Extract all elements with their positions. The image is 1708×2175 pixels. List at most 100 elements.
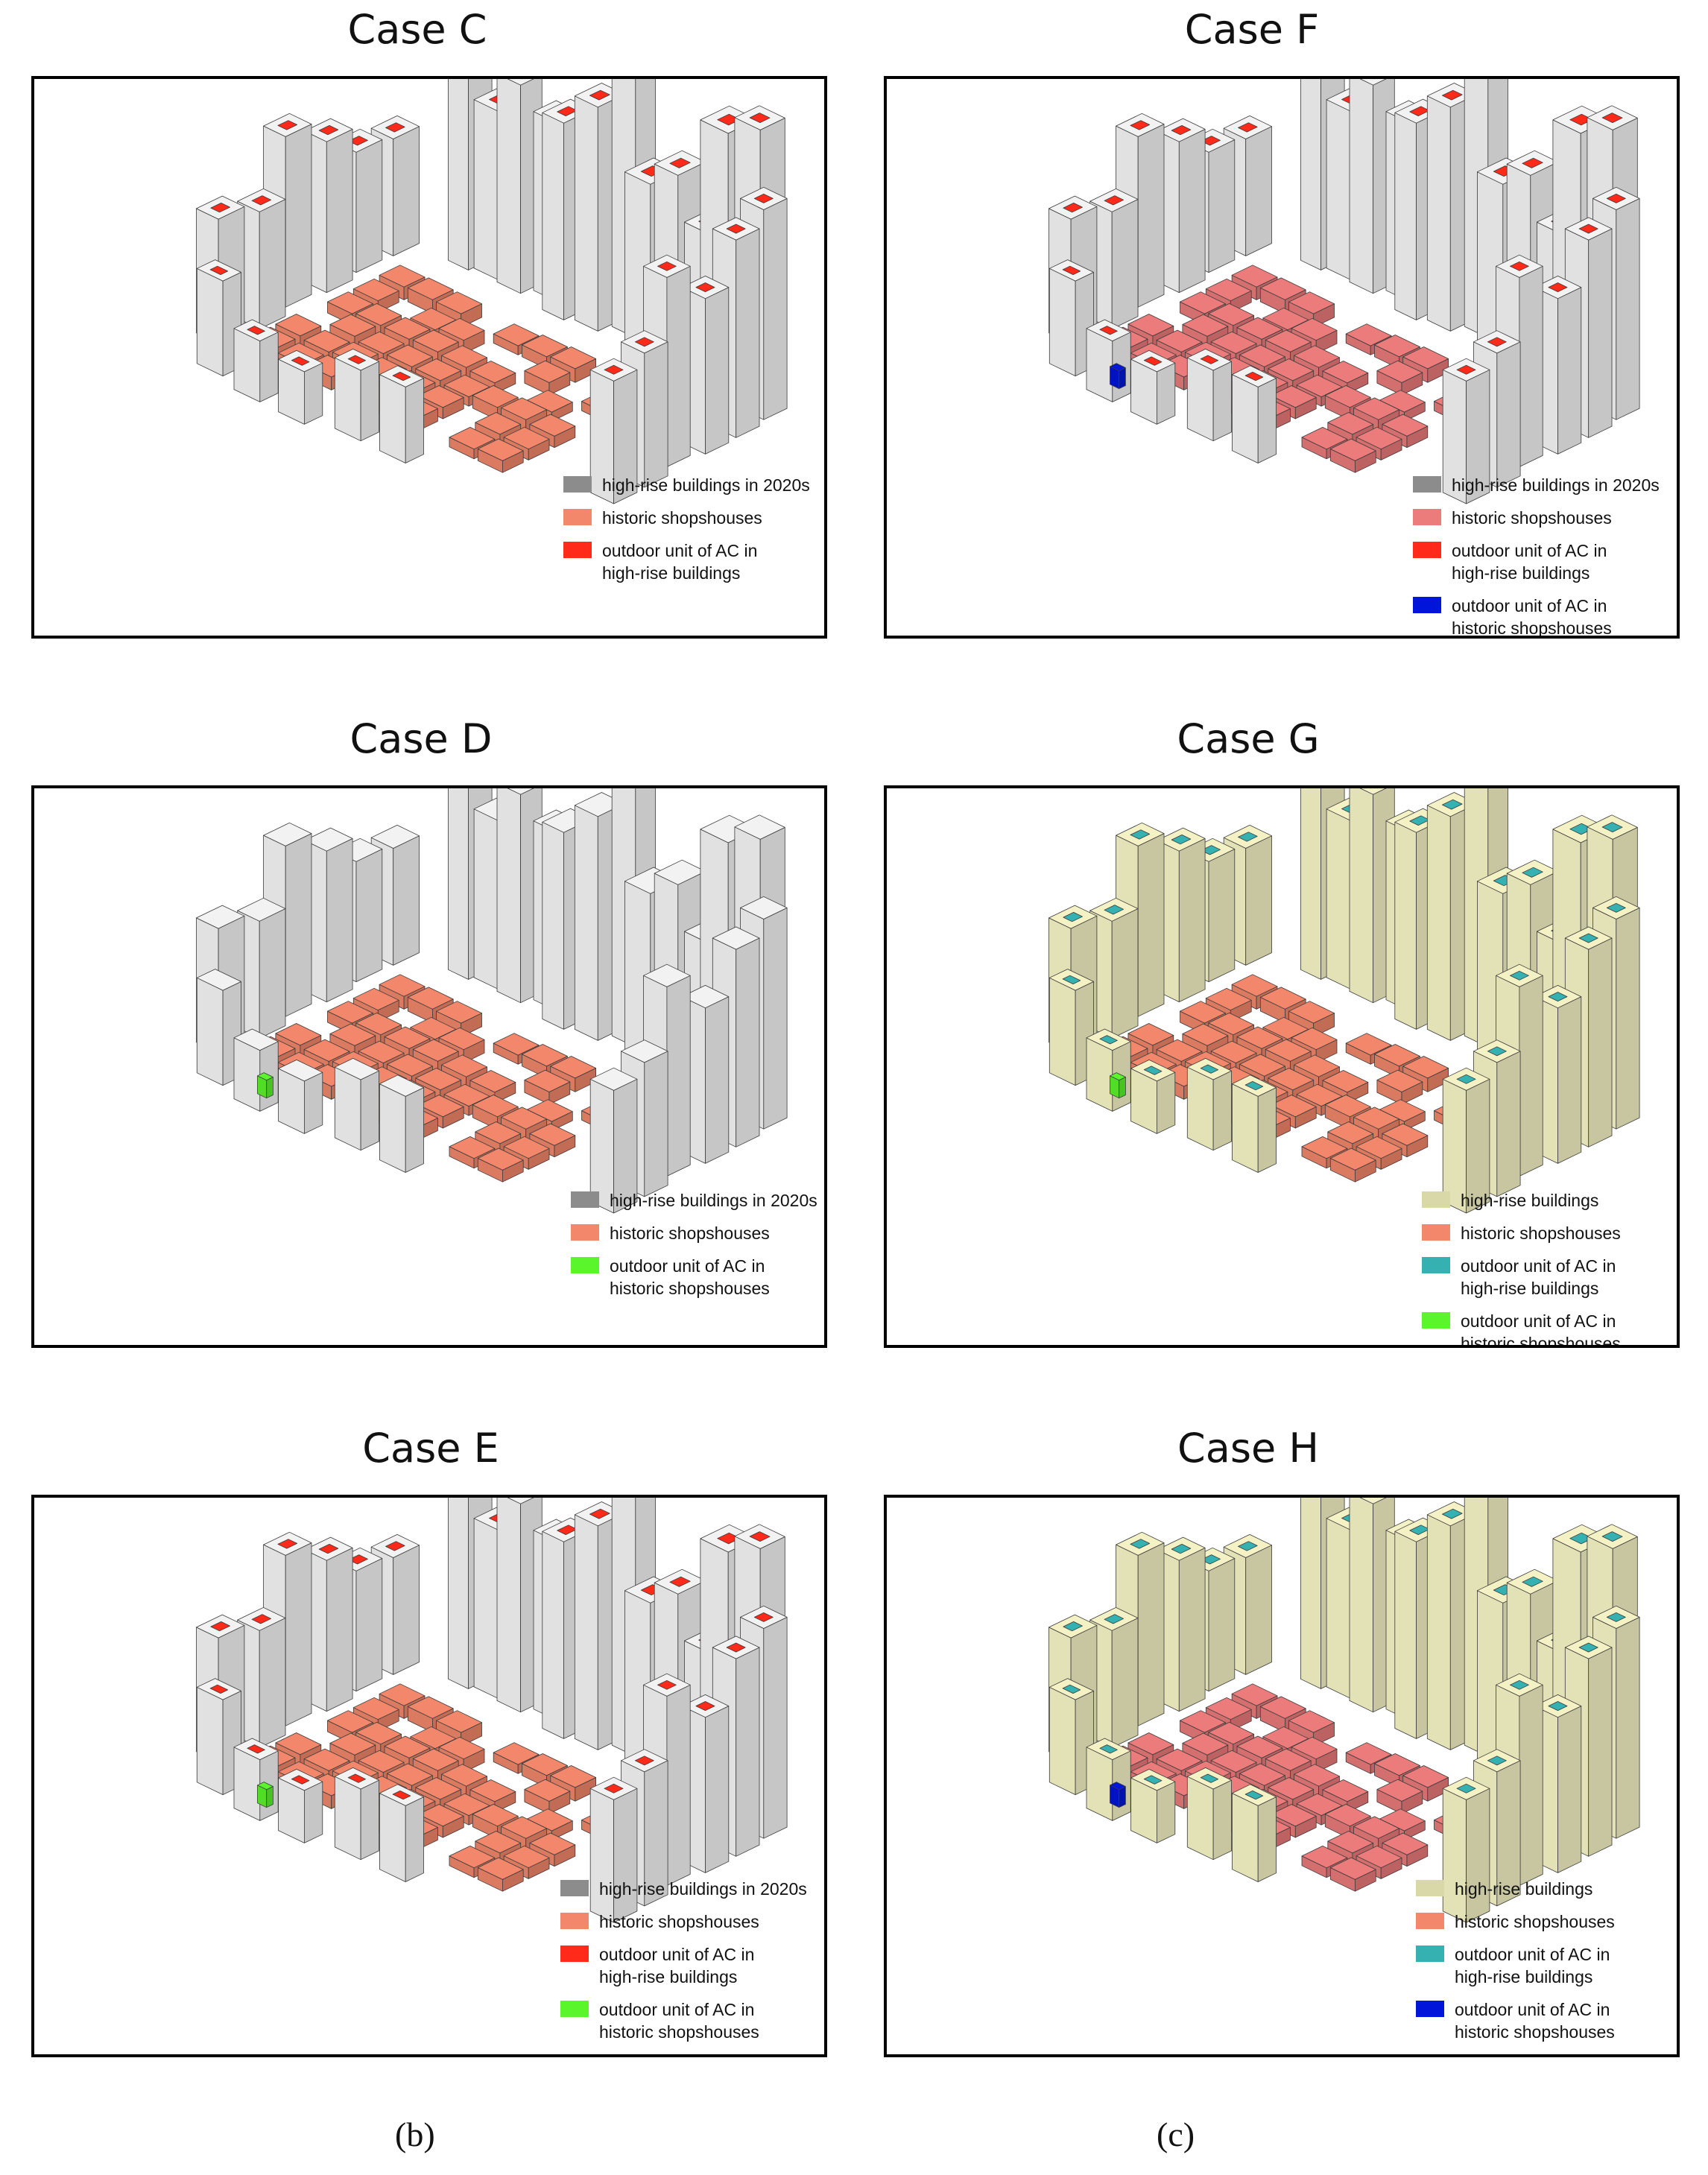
shophouse-block (384, 1026, 431, 1049)
high-rise-building (393, 126, 420, 256)
high-rise-building (1616, 197, 1640, 420)
shophouse-block (475, 412, 522, 435)
legend-swatch (1416, 2001, 1444, 2017)
legend-item: high-rise buildings in 2020s (1413, 474, 1660, 496)
shophouse-block (407, 987, 454, 1010)
shophouse-block (329, 314, 376, 337)
high-rise-building (666, 1684, 691, 1886)
shophouse-block (327, 1001, 373, 1024)
shophouse-block (1208, 1012, 1255, 1036)
ac-unit (1104, 195, 1125, 206)
legend-swatch (1413, 542, 1441, 558)
shophouse-block (1301, 1845, 1348, 1869)
legend-swatch (571, 1191, 599, 1208)
high-rise-building (448, 1498, 469, 1689)
legend-label: historic shopshouses (610, 1222, 770, 1244)
ac-unit (749, 1531, 771, 1542)
shophouse-block (1231, 974, 1278, 997)
legend-label: high-rise buildings in 2020s (599, 1878, 807, 1900)
ac-unit (1238, 1541, 1258, 1551)
case-g-title: Case G (1177, 715, 1320, 762)
high-rise-building (285, 833, 312, 1017)
shophouse-block (527, 390, 573, 413)
high-rise-building (542, 112, 564, 320)
shophouse-block (1356, 1136, 1402, 1159)
ac-unit (726, 1642, 746, 1653)
ac-unit (347, 355, 367, 364)
ac-unit (277, 120, 298, 130)
shophouse-block (379, 1683, 426, 1706)
ac-unit (247, 326, 265, 335)
shophouse-block (1382, 1832, 1429, 1855)
ac-unit (1510, 261, 1529, 271)
high-rise-building (1231, 374, 1259, 463)
shophouse-block (527, 1099, 573, 1122)
shophouse-block (550, 346, 596, 370)
ac-unit (669, 1576, 691, 1587)
case-e-title: Case E (362, 1425, 499, 1472)
shophouse-block (410, 307, 457, 331)
high-rise-building (1349, 1498, 1373, 1713)
shophouse-block (493, 1742, 540, 1765)
shophouse-block (1374, 1044, 1420, 1067)
legend-item: high-rise buildings in 2020s (563, 474, 810, 496)
high-rise-building (1137, 124, 1165, 308)
high-rise-building (1394, 821, 1417, 1030)
legend-label-line: outdoor unit of AC in (602, 541, 758, 560)
ac-unit (749, 113, 771, 123)
shophouse-block (1205, 987, 1252, 1011)
shophouse-block (275, 314, 322, 337)
shophouse-block (1265, 329, 1312, 352)
shophouse-block (352, 1697, 399, 1720)
shophouse-block (1294, 1054, 1340, 1077)
high-rise-building (621, 1039, 668, 1063)
shophouse-block (1322, 361, 1369, 384)
legend-item: high-rise buildings (1416, 1878, 1615, 1900)
high-rise-building (379, 1793, 406, 1882)
high-rise-building (1496, 341, 1521, 488)
shophouse-block (443, 374, 490, 398)
legend-label-line: high-rise buildings (1461, 1191, 1599, 1210)
ac-unit (669, 157, 691, 168)
high-rise-building (1048, 1686, 1076, 1796)
shophouse-block (1379, 1099, 1426, 1122)
ac-unit (318, 1544, 339, 1554)
ac-unit (1200, 355, 1219, 364)
shophouse-block (329, 1023, 376, 1046)
shophouse-block (327, 1710, 373, 1733)
ac-unit (1510, 1679, 1529, 1690)
high-rise-building (666, 265, 691, 467)
high-rise-building (1212, 361, 1232, 442)
high-rise-building (196, 969, 241, 991)
legend-swatch (560, 1946, 589, 1962)
ac-unit (1456, 364, 1476, 375)
case-f-title: Case F (1184, 6, 1320, 53)
shophouse-block (1353, 397, 1399, 420)
shophouse-block (1376, 1779, 1423, 1802)
high-rise-building (740, 896, 788, 919)
high-rise-building (1616, 1616, 1640, 1839)
legend-label-line: high-rise buildings (1452, 563, 1590, 583)
shophouse-block (1356, 426, 1402, 450)
shophouse-block (358, 1040, 405, 1064)
legend-swatch (563, 476, 592, 493)
ac-unit (1606, 902, 1626, 913)
ac-unit (1238, 832, 1258, 842)
sub-label-c: (c) (1157, 2115, 1195, 2153)
high-rise-building (712, 926, 760, 950)
shophouse-block (1182, 314, 1229, 337)
shophouse-ac-unit (266, 1786, 273, 1808)
high-rise-building (542, 1530, 564, 1739)
high-rise-building (448, 788, 469, 980)
high-rise-building (1178, 1548, 1206, 1712)
high-rise-building (1186, 357, 1214, 442)
case-h-3d-model (1048, 1498, 1640, 1923)
ac-unit (385, 122, 405, 133)
legend-label-line: outdoor unit of AC in (1461, 1311, 1616, 1331)
shophouse-block (1156, 1039, 1203, 1062)
shophouse-block (529, 1123, 576, 1146)
legend-label-line: high-rise buildings in 2020s (602, 475, 810, 495)
